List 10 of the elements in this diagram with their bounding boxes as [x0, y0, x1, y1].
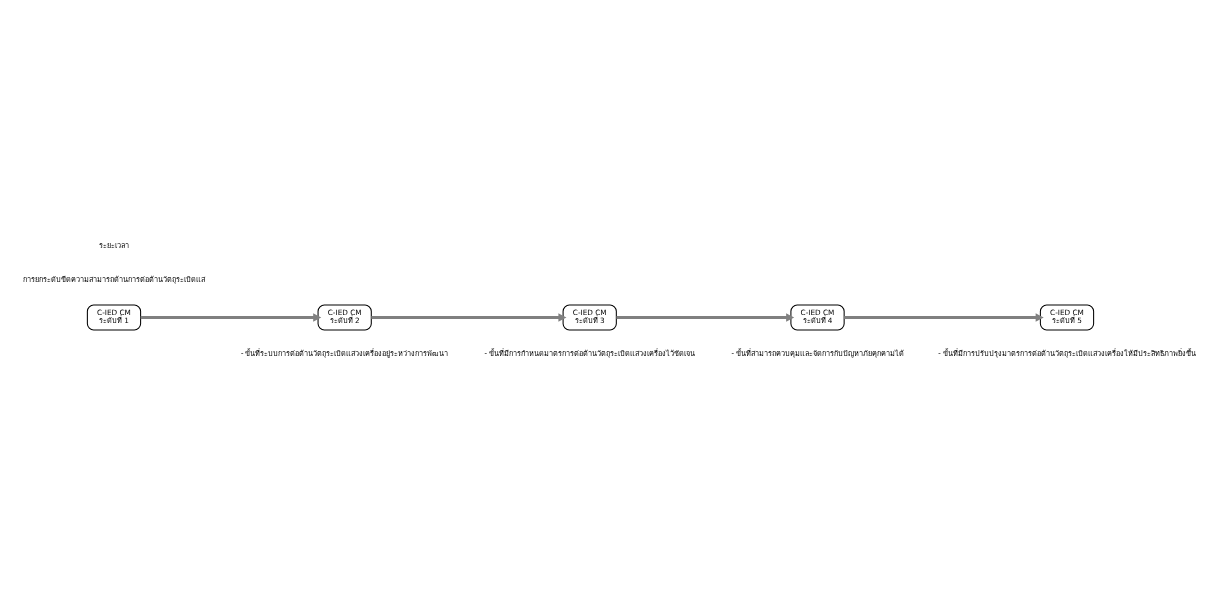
- node-label: - ขั้นที่มีการปรับปรุงมาตรการต่อต้านวัตถุระเบิดแสวงเครื่องให้มีประสิทธิภาพยิ่งขึ้น: [938, 349, 1196, 359]
- arrow: [371, 313, 567, 322]
- node-label: - ขั้นที่มีการกำหนดมาตรการต่อต้านวัตถุระเบิดแสวงเครื่องไว้ชัดเจน: [484, 349, 695, 359]
- node-label: - ขั้นที่สามารถควบคุมและจัดการกับปัญหาภัยคุกคามได้: [731, 349, 904, 359]
- label: ระยะเวลา: [98, 241, 129, 251]
- arrow: [140, 313, 322, 322]
- arrow: [844, 313, 1044, 322]
- arrow: [616, 313, 795, 322]
- label: การยกระดับขีดความสามารถด้านการต่อต้านวัตถุระเบิดแส: [22, 275, 205, 285]
- node-label: - ขั้นที่ระบบการต่อต้านวัตถุระเบิดแสวงเครื่องอยู่ระหว่างการพัฒนา: [241, 349, 449, 359]
